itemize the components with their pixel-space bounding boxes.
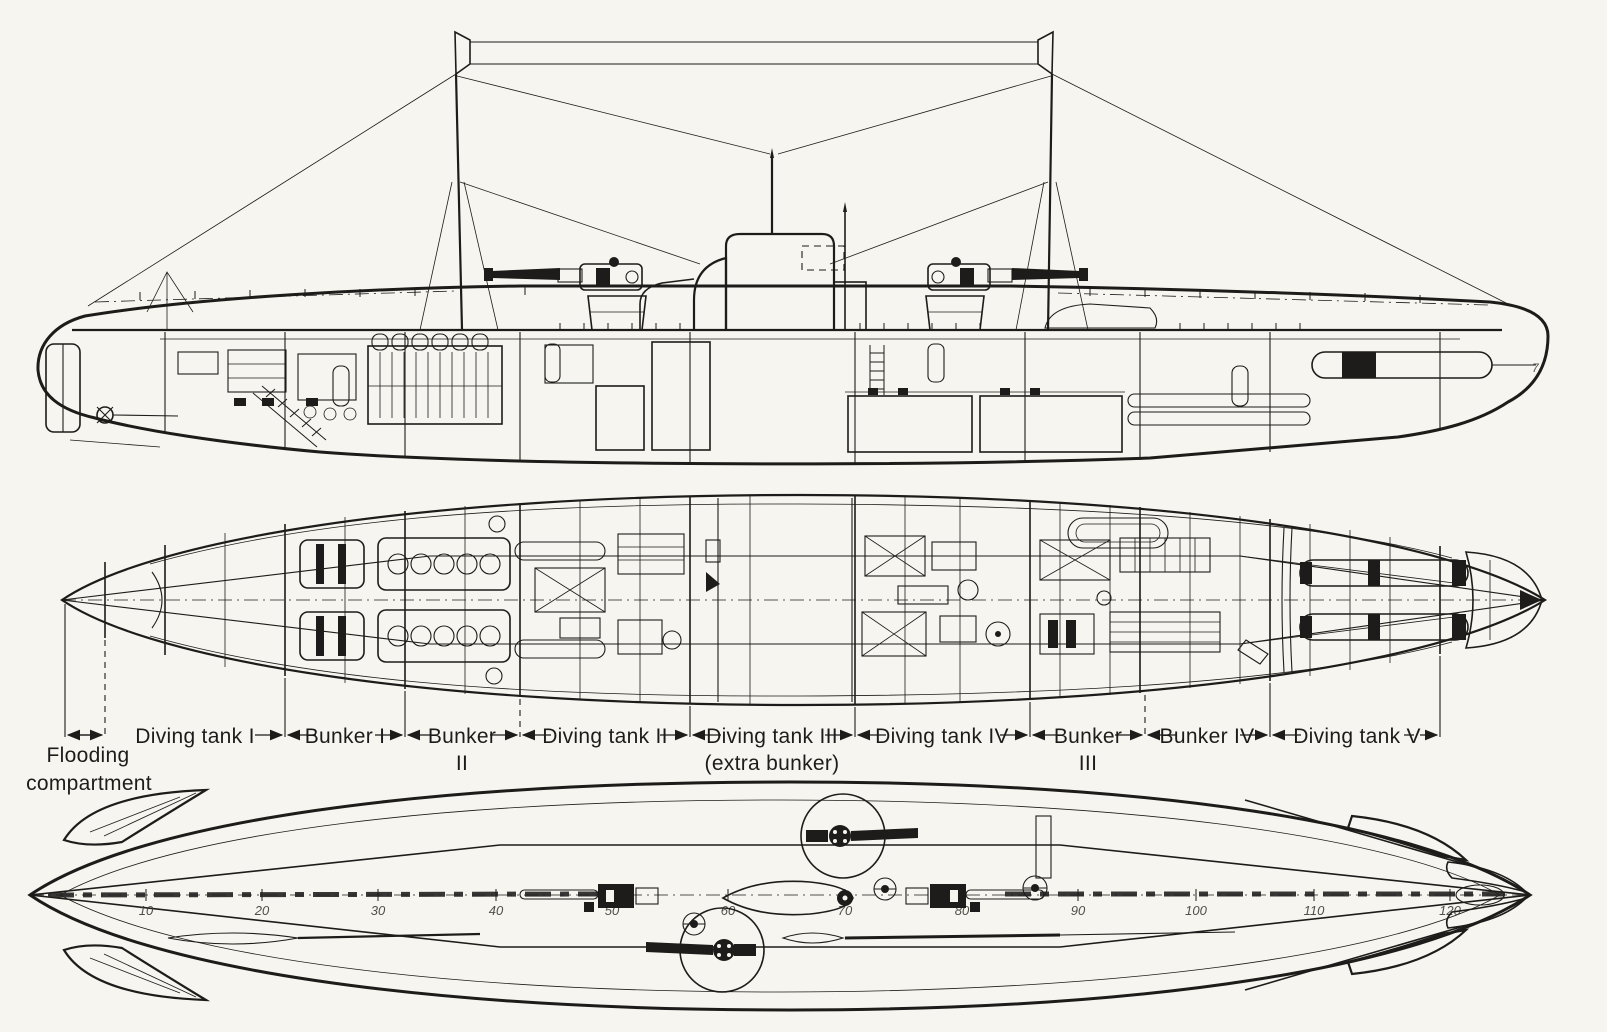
gun-platform-aft xyxy=(646,907,765,993)
stern-rudder-propeller xyxy=(45,343,179,448)
stowed-dinghy-plan xyxy=(1067,517,1169,549)
station-100: 100 xyxy=(1185,903,1207,918)
label-bunker-3-l1: Bunker xyxy=(1054,725,1122,748)
engine-room-machinery xyxy=(177,333,503,448)
mast-rod xyxy=(843,202,847,330)
label-diving-tank-3-l1: Diving tank III xyxy=(706,725,838,748)
drop-keel-slot xyxy=(1035,815,1052,879)
conning-tower xyxy=(639,148,1158,395)
battery-grids xyxy=(847,388,1123,453)
accommodation-ladder xyxy=(869,345,885,395)
gun-assembly-forward-plan xyxy=(905,884,1045,912)
plan-torpedo-room xyxy=(1237,527,1543,673)
bottom-plan-view: 10 20 30 40 50 60 70 80 90 100 110 120 xyxy=(27,780,1533,1012)
label-flooding-l1: Flooding xyxy=(47,744,130,767)
plan-quarters-forward xyxy=(861,517,1221,657)
label-diving-tank-3-l2: (extra bunker) xyxy=(705,752,840,775)
stowed-gear xyxy=(167,815,1236,945)
compartment-labels: Diving tank I Bunker I Bunker II Diving … xyxy=(26,725,1421,795)
label-bunker-2-l2: II xyxy=(456,752,468,775)
compartment-dimension-row: Diving tank I Bunker I Bunker II Diving … xyxy=(26,604,1441,795)
label-flooding-l2: compartment xyxy=(26,772,152,795)
plan-bulkheads xyxy=(104,495,1441,705)
label-bunker-2-l1: Bunker xyxy=(428,725,496,748)
station-90: 90 xyxy=(1071,903,1086,918)
deck-tick-row xyxy=(139,287,1421,330)
bow-hydroplanes xyxy=(1244,799,1529,991)
net-cutter-stay xyxy=(146,271,194,330)
hull-profile xyxy=(36,284,1550,466)
deck-plan-view xyxy=(60,493,1548,707)
station-10: 10 xyxy=(139,903,154,918)
plan-control-room xyxy=(705,498,853,702)
station-30: 30 xyxy=(371,903,386,918)
plan-quarters-aft xyxy=(534,533,685,655)
conning-tower-plan xyxy=(721,880,854,916)
gun-assembly-aft-plan xyxy=(519,884,659,912)
periscope xyxy=(770,148,774,234)
station-60: 60 xyxy=(721,903,736,918)
label-diving-tank-2: Diving tank II xyxy=(542,725,668,748)
bow-torpedo-tube: 7 xyxy=(1311,351,1540,379)
stowed-dinghy-profile xyxy=(1044,303,1158,329)
station-20: 20 xyxy=(254,903,270,918)
keel-band-aft xyxy=(47,891,599,898)
label-diving-tank-5: Diving tank V xyxy=(1293,725,1421,748)
label-diving-tank-4: Diving tank IV xyxy=(875,725,1009,748)
deck-gun-aft xyxy=(484,257,647,331)
inclined-ladder xyxy=(252,385,327,448)
station-120: 120 xyxy=(1439,903,1461,918)
internal-bulkheads xyxy=(164,332,1441,463)
stern-hydroplanes xyxy=(62,788,211,1002)
hull-frames xyxy=(224,495,1491,705)
deck-gun-forward xyxy=(925,257,1088,331)
station-40: 40 xyxy=(489,903,504,918)
label-bunker-1: Bunker I xyxy=(305,725,386,748)
side-elevation-view: 7 xyxy=(36,30,1550,466)
label-bunker-4: Bunker IV xyxy=(1160,725,1255,748)
faint-print-mark: 7 xyxy=(1532,361,1540,375)
label-bunker-3-l2: III xyxy=(1079,752,1097,775)
rigging-wires xyxy=(87,73,1513,331)
generator-blocks xyxy=(544,341,711,451)
extension-lines xyxy=(64,604,1441,737)
label-diving-tank-1: Diving tank I xyxy=(135,725,254,748)
gun-platform-forward xyxy=(800,793,918,879)
engine-cylinders xyxy=(371,333,489,351)
plan-engines xyxy=(299,515,606,685)
reserve-torpedoes xyxy=(1127,365,1311,426)
station-110: 110 xyxy=(1304,903,1325,918)
